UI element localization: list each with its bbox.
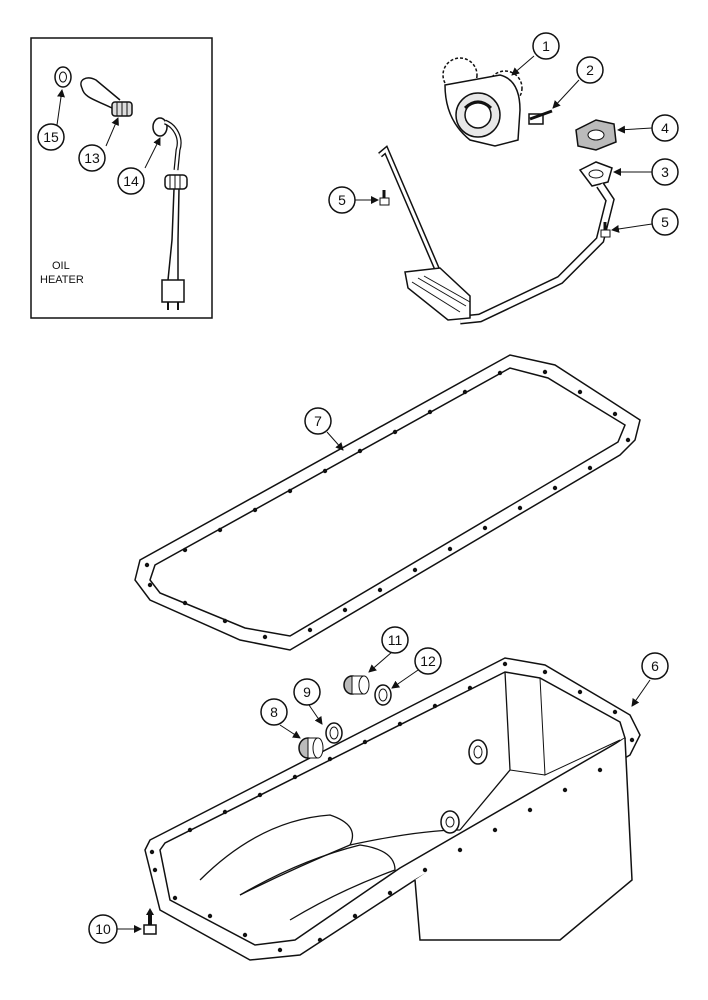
callout-2-label: 2 <box>586 62 594 78</box>
pickup-tube-part-3 <box>378 145 615 325</box>
callout-7-label: 7 <box>314 413 322 429</box>
callout-5-right-label: 5 <box>661 214 669 230</box>
callout-8-label: 8 <box>270 704 278 720</box>
callout-1: 1 <box>532 32 560 60</box>
callout-4-label: 4 <box>661 120 669 136</box>
oil-heater-inset: OIL HEATER <box>30 37 213 319</box>
callout-5-left-label: 5 <box>338 192 346 208</box>
heater-cord-part-14 <box>152 117 188 310</box>
callout-14: 14 <box>117 167 145 195</box>
inset-label-line2: HEATER <box>40 274 84 286</box>
plug-part-11 <box>343 675 370 695</box>
callout-13-label: 13 <box>84 150 100 166</box>
oil-pump-part-1 <box>442 57 523 147</box>
oil-pan-part-6 <box>144 657 641 961</box>
callout-10-label: 10 <box>95 921 111 937</box>
callout-5-left: 5 <box>328 186 356 214</box>
callout-2: 2 <box>576 56 604 84</box>
callout-5-right: 5 <box>651 208 679 236</box>
callout-4: 4 <box>651 114 679 142</box>
washer-part-9 <box>325 722 343 744</box>
heater-element-part-13 <box>80 77 133 117</box>
leader-lines <box>56 55 653 933</box>
callout-3: 3 <box>651 158 679 186</box>
callout-3-label: 3 <box>661 164 669 180</box>
callout-7: 7 <box>304 407 332 435</box>
callout-6: 6 <box>641 652 669 680</box>
callout-13: 13 <box>78 144 106 172</box>
callout-9-label: 9 <box>303 684 311 700</box>
callout-9: 9 <box>293 678 321 706</box>
callout-11: 11 <box>381 626 409 654</box>
callout-12: 12 <box>414 647 442 675</box>
heater-washer-part-15 <box>54 66 72 88</box>
callout-1-label: 1 <box>542 38 550 54</box>
pan-gasket-part-7 <box>134 354 641 651</box>
callout-14-label: 14 <box>123 173 139 189</box>
callout-15: 15 <box>37 123 65 151</box>
washer-part-12 <box>374 684 392 706</box>
callout-12-label: 12 <box>420 653 436 669</box>
callout-11-label: 11 <box>388 632 403 648</box>
bolt-part-2 <box>528 109 553 125</box>
callout-6-label: 6 <box>651 658 659 674</box>
inset-label-line1: OIL <box>52 260 70 272</box>
gasket-part-4 <box>575 119 617 151</box>
plug-part-8 <box>298 737 324 759</box>
drain-plug-part-10 <box>143 908 157 935</box>
screw-part-5-left <box>379 190 390 206</box>
callout-10: 10 <box>88 914 118 944</box>
callout-8: 8 <box>260 698 288 726</box>
screw-part-5-right <box>600 222 611 238</box>
callout-15-label: 15 <box>43 129 59 145</box>
